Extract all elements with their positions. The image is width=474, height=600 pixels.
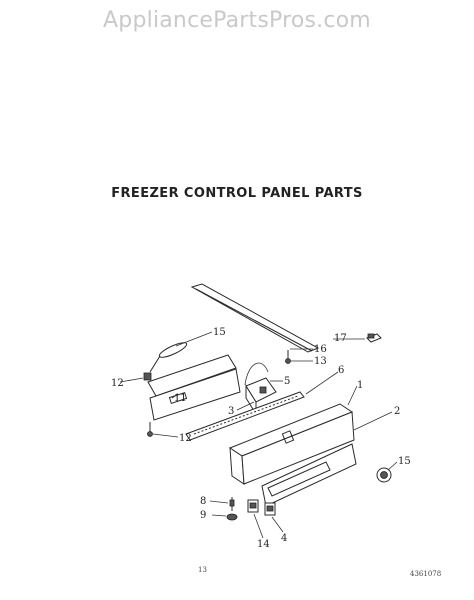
- callout-5: 4: [281, 533, 287, 544]
- watermark: AppliancePartsPros.com: [103, 8, 371, 33]
- part-rail: [190, 283, 320, 353]
- callout-11: 12: [111, 378, 124, 389]
- leader-lines: [119, 331, 398, 539]
- footer-page-number: 13: [198, 566, 207, 574]
- part-clip: [366, 333, 382, 343]
- callout-10: 11: [174, 393, 187, 404]
- page-title: FREEZER CONTROL PANEL PARTS: [111, 186, 363, 201]
- callout-12-lower: 12: [179, 433, 192, 444]
- callout-4: 5: [284, 376, 290, 387]
- callout-1: 1: [357, 380, 363, 391]
- part-screw-bottom: [229, 497, 235, 511]
- part-left-clip: [143, 372, 152, 381]
- callout-2: 2: [394, 406, 400, 417]
- part-control-strip: [185, 391, 305, 441]
- part-knob: [376, 467, 392, 483]
- callout-17: 17: [334, 333, 347, 344]
- part-front-panel: [261, 443, 357, 507]
- callout-9: 9: [200, 510, 206, 521]
- callout-6: 6: [338, 365, 344, 376]
- callout-3: 3: [228, 406, 234, 417]
- part-sensor-tube: [149, 342, 188, 373]
- part-screw-upper: [285, 350, 291, 364]
- part-screw-lower: [147, 422, 153, 437]
- callout-14: 16: [314, 344, 327, 355]
- part-left-bracket: [147, 354, 241, 421]
- part-thermostat: [244, 362, 277, 416]
- part-housing: [228, 403, 355, 485]
- part-grommet: [226, 513, 238, 521]
- part-clip-right: [264, 502, 276, 516]
- callout-8: 8: [200, 496, 206, 507]
- footer-code: 4361078: [410, 570, 442, 578]
- callout-16: 15: [398, 456, 411, 467]
- callout-13: 15: [213, 327, 226, 338]
- part-clip-left: [247, 499, 259, 513]
- callout-15: 14: [257, 539, 270, 550]
- callout-12-upper: 13: [314, 356, 327, 367]
